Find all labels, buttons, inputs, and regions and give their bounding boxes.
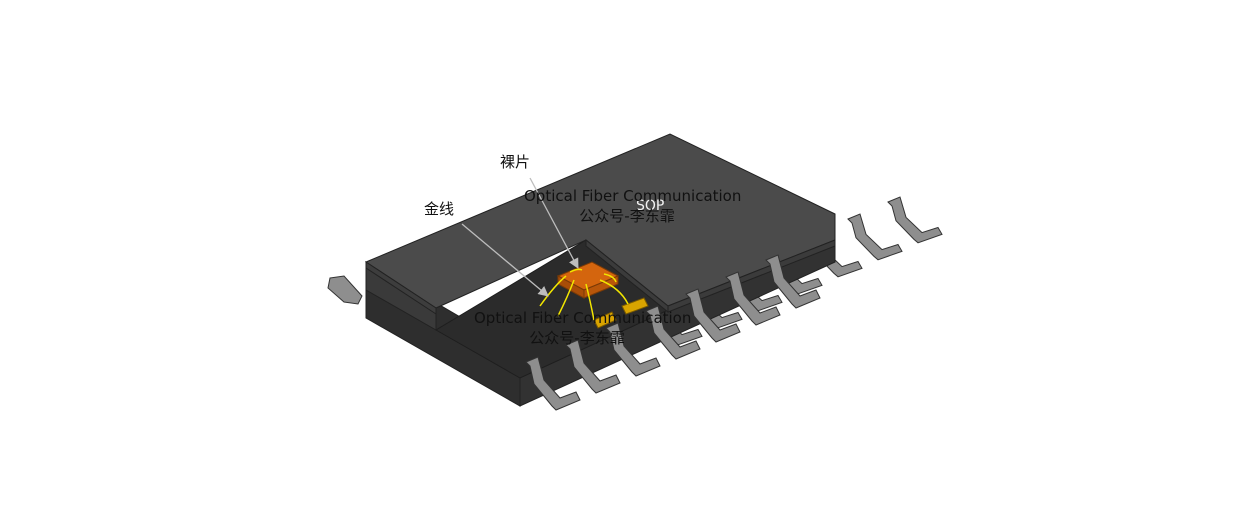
lead-pin bbox=[525, 356, 581, 411]
package-type-label: SOP bbox=[636, 198, 665, 214]
bond-wire bbox=[603, 273, 617, 283]
lead-pin bbox=[765, 254, 821, 309]
die-side-right bbox=[583, 275, 619, 299]
watermark-line: Optical Fiber Communication bbox=[474, 309, 692, 327]
bond-pad-center bbox=[593, 311, 617, 329]
mold-cap-inner-edge bbox=[585, 238, 669, 314]
die-label: 裸片 bbox=[500, 153, 531, 171]
lead-pin bbox=[605, 322, 661, 377]
lead-pin bbox=[685, 288, 741, 343]
watermark-line: 公众号-李东霏 bbox=[529, 329, 625, 347]
lead-pin bbox=[645, 305, 701, 360]
lead-pin bbox=[725, 271, 781, 326]
front-lead-row bbox=[525, 254, 821, 411]
lead-pin bbox=[847, 213, 903, 261]
watermark-bottom: Optical Fiber Communication 公众号-李东霏 bbox=[474, 308, 692, 348]
lead-pin bbox=[887, 196, 943, 244]
watermark-line: Optical Fiber Communication bbox=[524, 187, 742, 205]
mold-cap-left-edge bbox=[365, 261, 437, 315]
bond-wire bbox=[557, 279, 575, 317]
bond-wire bbox=[599, 279, 629, 305]
watermark-top: Optical Fiber Communication 公众号-李东霏 bbox=[524, 186, 742, 226]
bond-wire bbox=[569, 268, 583, 273]
die-callout-arrow bbox=[529, 177, 579, 269]
bond-pad-right bbox=[621, 297, 649, 315]
left-end-lead bbox=[327, 275, 363, 305]
bond-wire bbox=[539, 275, 567, 307]
bond-wire-label: 金线 bbox=[424, 200, 455, 218]
bond-wire-callout-arrow bbox=[461, 223, 549, 297]
bond-wires bbox=[539, 268, 629, 321]
lead-pin bbox=[565, 339, 621, 394]
watermark-line: 公众号-李东霏 bbox=[579, 207, 675, 225]
bond-wire bbox=[585, 283, 595, 321]
